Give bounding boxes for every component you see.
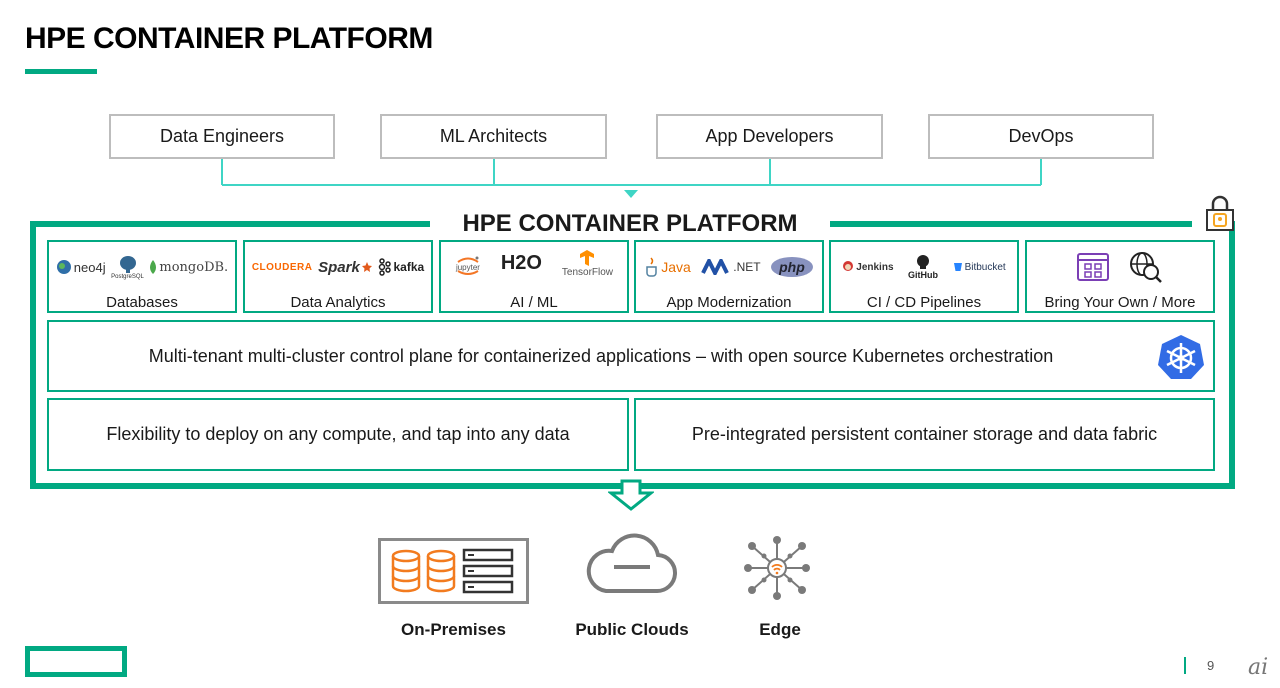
cloud-icon xyxy=(586,533,678,594)
platform-frame-top-left xyxy=(30,221,430,227)
destination-label-edge: Edge xyxy=(759,620,801,639)
control-plane-band: Multi-tenant multi-cluster control plane… xyxy=(47,320,1215,392)
octocat-icon xyxy=(917,255,930,269)
neo4j-logo: neo4j xyxy=(56,259,106,275)
app-window-icon xyxy=(1077,253,1109,281)
jenkins-icon xyxy=(843,261,854,271)
php-logo: php xyxy=(771,257,813,277)
kubernetes-icon xyxy=(1158,335,1204,379)
category-label: AI / ML xyxy=(510,294,558,311)
kafka-icon xyxy=(379,258,392,276)
page-number-bar xyxy=(1184,657,1186,674)
down-arrow-icon xyxy=(608,479,654,511)
server-icon xyxy=(378,538,529,604)
bucket-icon xyxy=(953,263,962,271)
category-label: Bring Your Own / More xyxy=(1044,294,1196,311)
category-label: Databases xyxy=(106,294,178,311)
category-ai-ml: jupyter H2O TensorFlow AI / ML xyxy=(439,240,629,313)
category-app-modernization: Java .NET php App Modernization xyxy=(634,240,824,313)
jupyter-icon xyxy=(457,256,479,275)
category-databases: neo4j PostgreSQL mongoDB. Databases xyxy=(47,240,237,313)
flexibility-text: Flexibility to deploy on any compute, an… xyxy=(106,424,570,444)
jupyter-logo: jupyter xyxy=(455,255,481,275)
tensorflow-icon xyxy=(580,249,595,266)
page-number: 9 xyxy=(1207,658,1215,673)
elephant-icon xyxy=(119,256,136,273)
storage-text: Pre-integrated persistent container stor… xyxy=(691,424,1158,444)
dotnet-icon xyxy=(701,259,730,275)
neo4j-icon xyxy=(56,260,71,274)
platform-title: HPE CONTAINER PLATFORM xyxy=(462,210,798,237)
persona-ml-architects: ML Architects xyxy=(380,114,607,159)
cloudera-logo: CLOUDERA xyxy=(251,261,313,273)
category-bring-your-own: Bring Your Own / More xyxy=(1025,240,1215,313)
coffee-cup-icon xyxy=(646,257,657,277)
dotnet-logo: .NET xyxy=(701,259,761,275)
slide-title: HPE CONTAINER PLATFORM xyxy=(25,22,433,55)
star-icon xyxy=(361,262,372,272)
corner-watermark: ai xyxy=(1248,655,1269,680)
leaf-icon xyxy=(150,260,157,274)
jenkins-logo: Jenkins xyxy=(842,260,894,274)
edge-network-icon xyxy=(744,536,810,600)
flexibility-band: Flexibility to deploy on any compute, an… xyxy=(47,398,629,471)
persona-app-developers: App Developers xyxy=(656,114,883,159)
persona-devops: DevOps xyxy=(928,114,1154,159)
control-plane-text: Multi-tenant multi-cluster control plane… xyxy=(148,345,1054,366)
category-label: Data Analytics xyxy=(290,294,386,311)
postgresql-logo: PostgreSQL xyxy=(111,254,144,280)
persona-data-engineers: Data Engineers xyxy=(109,114,335,159)
globe-search-icon xyxy=(1130,252,1162,283)
lock-icon xyxy=(1206,195,1234,231)
category-ci-cd-pipelines: Jenkins GitHub Bitbucket CI / CD Pipelin… xyxy=(829,240,1019,313)
mongodb-logo: mongoDB. xyxy=(149,259,228,275)
category-data-analytics: CLOUDERA Spark kafka Data Analytics xyxy=(243,240,433,313)
title-underline xyxy=(25,69,97,74)
destination-label-public-clouds: Public Clouds xyxy=(575,620,689,639)
github-logo: GitHub xyxy=(908,254,938,280)
tensorflow-logo: TensorFlow xyxy=(562,249,613,278)
persona-connector xyxy=(221,159,1042,198)
java-logo: Java xyxy=(645,257,691,277)
storage-band: Pre-integrated persistent container stor… xyxy=(634,398,1215,471)
category-label: App Modernization xyxy=(666,294,792,311)
hpe-logo-element xyxy=(25,646,127,677)
kafka-logo: kafka xyxy=(377,258,424,276)
bitbucket-logo: Bitbucket xyxy=(953,262,1006,273)
spark-logo: Spark xyxy=(318,259,372,276)
category-label: CI / CD Pipelines xyxy=(866,294,982,311)
destination-label-on-premises: On-Premises xyxy=(401,620,506,639)
platform-frame-top-right xyxy=(830,221,1192,227)
h2o-logo: H2O xyxy=(500,251,542,274)
